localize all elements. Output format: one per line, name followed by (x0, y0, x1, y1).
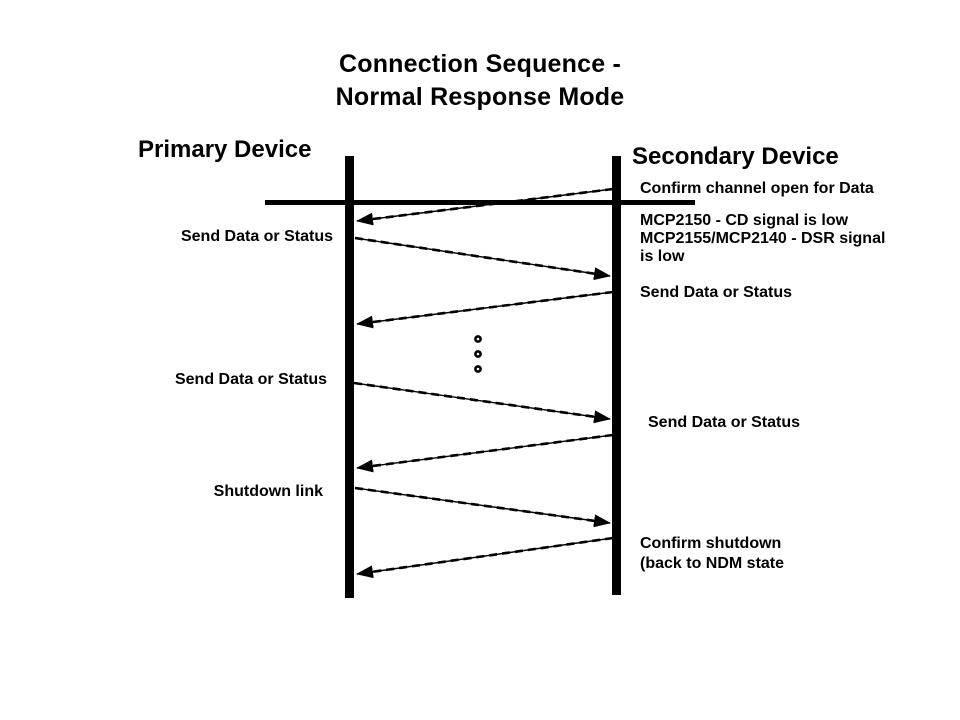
message-arrow-line (356, 291, 614, 329)
label-secondary-send-data-2: Send Data or Status (648, 414, 801, 431)
confirm-shutdown-line2: (back to NDM state (640, 555, 785, 572)
ellipsis-dot (474, 335, 482, 343)
message-arrow-dashes (356, 536, 614, 576)
message-arrows (353, 187, 614, 579)
continuation-ellipsis (474, 335, 482, 373)
ellipsis-dot (474, 365, 482, 373)
confirm-shutdown-line1: Confirm shutdown (640, 535, 782, 552)
secondary-lifeline (612, 156, 621, 595)
mcp-note-line2: MCP2155/MCP2140 - DSR signal (640, 230, 886, 247)
slide-title-line1: Connection Sequence - (338, 50, 621, 78)
label-primary-send-data-1: Send Data or Status (180, 228, 333, 245)
message-arrow-primary-to-secondary (353, 381, 611, 424)
message-arrow-secondary-to-primary (356, 536, 614, 579)
label-primary-send-data-2: Send Data or Status (174, 371, 327, 388)
message-arrow-dashes (356, 433, 614, 470)
mcp-note-line3: is low (640, 248, 685, 265)
ellipsis-dot (474, 350, 482, 358)
message-arrow-line (354, 237, 611, 281)
message-arrow-dashes (356, 187, 614, 223)
actor-secondary-device: Secondary Device (632, 143, 839, 170)
channel-open-line (265, 200, 695, 205)
label-mcp-signal-note: MCP2150 - CD signal is low MCP2155/MCP21… (640, 212, 885, 266)
label-confirm-shutdown: Confirm shutdown (back to NDM state (640, 534, 784, 574)
message-arrow-line (354, 487, 611, 528)
slide-title: Connection Sequence - Normal Response Mo… (0, 48, 960, 114)
message-arrow-dashes (354, 486, 611, 525)
message-arrow-primary-to-secondary (354, 486, 611, 528)
message-arrow-secondary-to-primary (356, 187, 614, 226)
message-arrow-secondary-to-primary (356, 290, 614, 329)
label-secondary-send-data-1: Send Data or Status (640, 284, 793, 301)
message-arrow-line (356, 537, 614, 579)
message-arrow-line (353, 382, 611, 424)
message-arrow-dashes (354, 236, 611, 278)
message-arrow-primary-to-secondary (354, 236, 611, 281)
message-arrow-secondary-to-primary (356, 433, 614, 473)
primary-lifeline (345, 156, 354, 598)
label-confirm-channel-open: Confirm channel open for Data (640, 180, 874, 197)
label-shutdown-link: Shutdown link (213, 483, 323, 500)
message-arrow-dashes (356, 290, 614, 326)
mcp-note-line1: MCP2150 - CD signal is low (640, 212, 849, 229)
slide-title-line2: Normal Response Mode (335, 83, 625, 111)
actor-primary-device: Primary Device (138, 136, 312, 163)
message-arrow-dashes (353, 381, 611, 421)
message-arrow-line (356, 434, 614, 473)
